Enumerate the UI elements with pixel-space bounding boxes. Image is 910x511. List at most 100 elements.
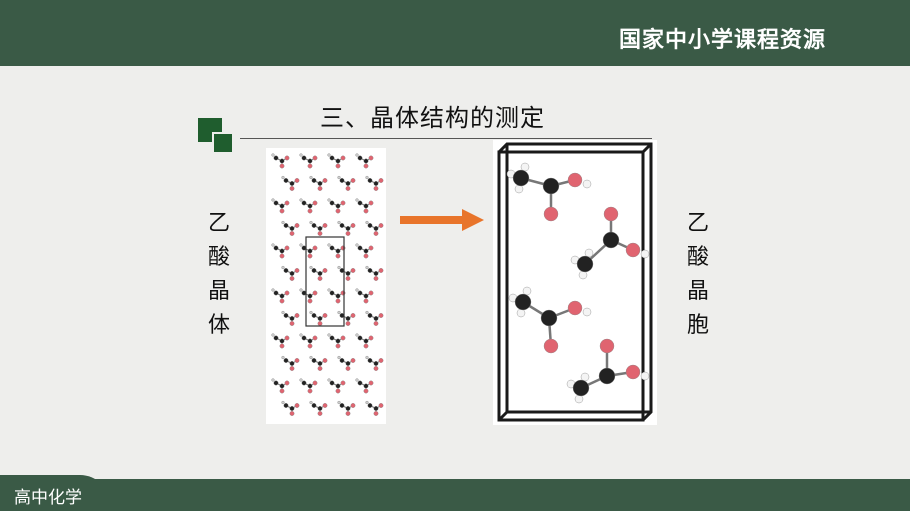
atom xyxy=(284,290,290,296)
atom xyxy=(284,155,290,161)
atom xyxy=(368,245,374,251)
atom xyxy=(317,406,323,411)
atom xyxy=(337,265,341,270)
atom xyxy=(312,380,318,386)
atom xyxy=(345,366,351,371)
atom xyxy=(337,175,341,180)
atom xyxy=(281,355,285,360)
atom xyxy=(373,406,379,411)
atom xyxy=(367,358,373,363)
atom xyxy=(345,361,351,366)
atom xyxy=(312,200,318,206)
atom xyxy=(350,358,356,363)
atom xyxy=(294,223,300,228)
atom xyxy=(279,338,285,344)
atom xyxy=(373,276,379,281)
atom xyxy=(345,271,351,276)
atom xyxy=(367,313,373,318)
atom xyxy=(578,270,588,280)
atom xyxy=(273,200,279,206)
atom xyxy=(365,355,369,360)
atom xyxy=(339,223,345,228)
atom xyxy=(289,276,295,281)
atom xyxy=(289,361,295,366)
atom xyxy=(271,288,275,292)
atom xyxy=(335,293,341,299)
atom xyxy=(281,175,285,180)
title-divider xyxy=(240,138,652,139)
atom xyxy=(337,310,341,315)
atom xyxy=(514,184,524,194)
atom xyxy=(281,310,285,315)
atom xyxy=(378,403,384,408)
atom xyxy=(309,220,313,225)
atom xyxy=(335,158,341,164)
atom xyxy=(373,231,379,236)
atom xyxy=(281,220,285,225)
atom xyxy=(363,388,369,394)
atom xyxy=(367,223,373,228)
atom xyxy=(337,355,341,360)
atom xyxy=(335,343,341,349)
atom xyxy=(602,231,620,249)
atom xyxy=(368,200,374,206)
atom xyxy=(307,253,313,259)
atom xyxy=(271,333,275,337)
atom xyxy=(363,208,369,214)
atom xyxy=(373,321,379,326)
atom xyxy=(378,358,384,363)
atom xyxy=(279,388,285,394)
atom xyxy=(345,186,351,191)
atom xyxy=(301,155,307,161)
atom xyxy=(307,203,313,209)
atom xyxy=(350,313,356,318)
atom xyxy=(603,206,619,222)
atom xyxy=(329,245,335,251)
atom xyxy=(335,388,341,394)
atom xyxy=(363,343,369,349)
atom xyxy=(363,293,369,299)
atom xyxy=(279,163,285,169)
atom xyxy=(301,200,307,206)
atom xyxy=(373,366,379,371)
atom xyxy=(329,380,335,386)
unit-cell-label-text: 乙酸晶胞 xyxy=(686,211,709,338)
atom xyxy=(543,206,559,222)
crystal-lattice-svg xyxy=(271,153,384,416)
atom xyxy=(625,242,641,258)
header-bar: 国家中小学课程资源 xyxy=(0,0,910,66)
atom xyxy=(317,411,323,416)
atom xyxy=(283,313,289,318)
atom xyxy=(329,290,335,296)
atom xyxy=(289,411,295,416)
atom xyxy=(294,313,300,318)
atom xyxy=(317,276,323,281)
atom xyxy=(373,271,379,276)
atom xyxy=(284,380,290,386)
atom xyxy=(335,253,341,259)
atom xyxy=(294,268,300,273)
atom xyxy=(335,208,341,214)
atom xyxy=(355,153,359,157)
atom xyxy=(576,255,594,273)
atom xyxy=(355,333,359,337)
atom xyxy=(345,231,351,236)
atom xyxy=(365,265,369,270)
slide-title: 三、晶体结构的测定 xyxy=(320,104,545,132)
atom xyxy=(307,208,313,214)
atom xyxy=(327,243,331,247)
atom xyxy=(301,335,307,341)
atom xyxy=(307,248,313,254)
atom xyxy=(327,198,331,202)
atom xyxy=(567,300,583,316)
atom xyxy=(327,288,331,292)
atom xyxy=(367,178,373,183)
atom xyxy=(542,177,560,195)
atom xyxy=(273,245,279,251)
atom xyxy=(289,406,295,411)
atom xyxy=(345,316,351,321)
atom xyxy=(363,248,369,254)
atom xyxy=(317,321,323,326)
atom xyxy=(311,268,317,273)
atom xyxy=(299,198,303,202)
